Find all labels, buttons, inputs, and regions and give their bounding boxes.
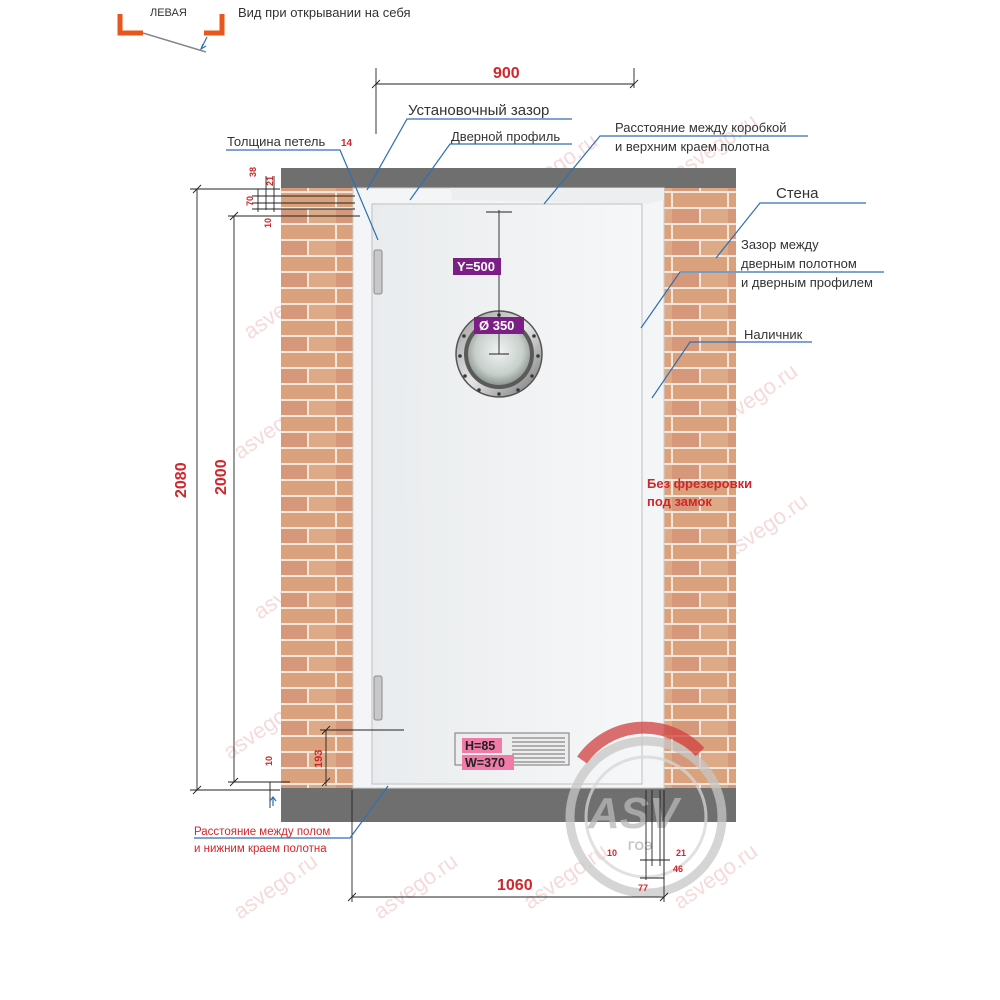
right-21-value: 21 <box>676 848 686 858</box>
bottom-193-value: 193 <box>313 750 325 768</box>
floor-gap-arrow <box>269 796 277 806</box>
frame-width-dimension <box>371 68 639 134</box>
window-diameter-badge-text: Ø 350 <box>479 318 514 333</box>
watermark-text: asvego.ru <box>369 848 462 924</box>
floor-gap-label-line2: и нижним краем полотна <box>194 843 327 855</box>
side-gap-label-line1: Зазор между <box>741 237 819 252</box>
wall-label: Стена <box>776 185 819 202</box>
hinge-thickness-leader <box>226 149 379 241</box>
side-gap-label-line2: дверным полотном <box>741 256 857 271</box>
top-gap-leader <box>543 135 808 205</box>
logo-subtext: ГОЭ <box>628 839 653 853</box>
leaf-height-value: 2000 <box>213 459 230 495</box>
door-profile-label: Дверной профиль <box>451 129 560 144</box>
floor-gap-label-line1: Расстояние между полом <box>194 826 330 838</box>
window-diameter-badge <box>474 317 524 334</box>
right-10-value: 10 <box>607 848 617 858</box>
door-profile-leader <box>409 143 572 201</box>
total-height-value: 2080 <box>173 462 190 498</box>
grille-w-badge <box>462 755 514 770</box>
wall-leader <box>715 202 866 259</box>
grille-h-badge <box>462 738 502 753</box>
floor-gap-leader <box>194 785 389 839</box>
view-direction-label: Вид при открывании на себя <box>238 5 411 20</box>
asv-logo: ASV ГОЭ <box>565 721 727 898</box>
total-width-value: 1060 <box>497 877 533 894</box>
frame-width-value: 900 <box>493 65 520 82</box>
grille-w-badge-text: W=370 <box>465 756 505 770</box>
opening-direction-icon <box>117 14 225 53</box>
top-10-value: 10 <box>263 218 273 228</box>
top-gap-label-line2: и верхним краем полотна <box>615 139 770 154</box>
side-gap-label-line3: и дверным профилем <box>741 275 873 290</box>
casing-leader <box>651 341 812 399</box>
right-77-value: 77 <box>638 883 648 893</box>
watermark-text: asvego.ru <box>229 848 322 924</box>
top-gap-label-line1: Расстояние между коробкой <box>615 120 787 135</box>
top-70-value: 70 <box>245 196 255 206</box>
right-profile-dimensions <box>640 790 670 880</box>
hinge-top-icon <box>373 249 383 295</box>
bottom-gap-dimensions <box>269 725 404 808</box>
right-46-value: 46 <box>673 864 683 874</box>
window-y-badge-text: Y=500 <box>457 259 495 274</box>
brick-wall-right <box>664 188 736 788</box>
no-lock-label-line2: под замок <box>647 494 712 509</box>
door-side-label: ЛЕВАЯ <box>150 7 187 19</box>
logo-text: ASV <box>587 789 682 838</box>
side-gap-leader <box>640 271 884 329</box>
hinge-bottom-icon <box>373 675 383 721</box>
top-gap-dimensions <box>252 176 355 212</box>
door-leaf <box>371 203 643 785</box>
window-y-badge <box>453 258 501 275</box>
total-height-dimension <box>190 184 280 795</box>
top-38-value: 38 <box>248 167 258 177</box>
top-21-value: 21 <box>265 176 275 186</box>
brick-wall-left <box>281 188 353 788</box>
hinge-thickness-label: Толщина петель <box>227 134 325 149</box>
bottom-10-value: 10 <box>264 756 274 766</box>
no-lock-label-line1: Без фрезеровки <box>647 476 752 491</box>
grille-h-badge-text: H=85 <box>465 739 495 753</box>
hinge-thickness-value: 14 <box>341 138 353 149</box>
casing-label: Наличник <box>744 327 803 342</box>
install-gap-leader <box>366 118 572 191</box>
install-gap-label: Установочный зазор <box>408 102 549 119</box>
leaf-height-dimension <box>228 211 360 787</box>
